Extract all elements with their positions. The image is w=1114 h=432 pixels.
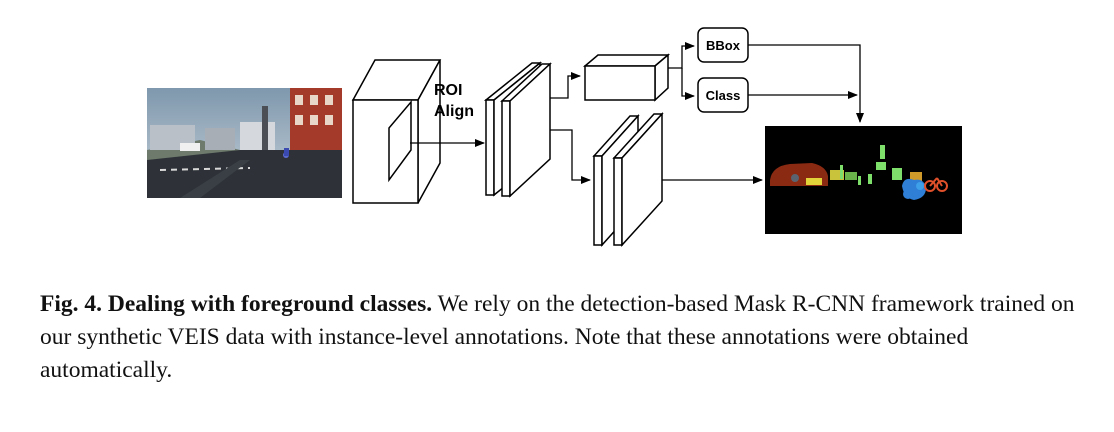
arrow-to-mask-branch — [550, 129, 591, 184]
arrow-bbox-to-output — [748, 44, 864, 123]
arrow-to-fc — [550, 72, 581, 99]
roi-feature-stack — [483, 61, 552, 198]
class-label: Class — [706, 88, 741, 103]
feature-map-box — [351, 59, 442, 204]
input-image — [147, 88, 342, 198]
arrow-to-bbox — [668, 42, 695, 69]
caption-label: Fig. 4. Dealing with foreground classes. — [40, 291, 433, 317]
figure-caption: Fig. 4. Dealing with foreground classes.… — [40, 288, 1080, 387]
fc-box — [582, 53, 671, 102]
arrow-to-class — [681, 68, 695, 100]
roi-align-label-line2: Align — [434, 103, 474, 120]
output-mask-image — [765, 126, 962, 234]
mask-rcnn-diagram: ROI Align BBox Class — [147, 27, 962, 247]
caption-text: We rely on the detection-based Mask R-CN… — [40, 291, 1075, 383]
mask-branch-stack — [592, 112, 664, 247]
roi-align-label-line1: ROI — [434, 82, 462, 99]
bbox-label: BBox — [706, 38, 741, 53]
